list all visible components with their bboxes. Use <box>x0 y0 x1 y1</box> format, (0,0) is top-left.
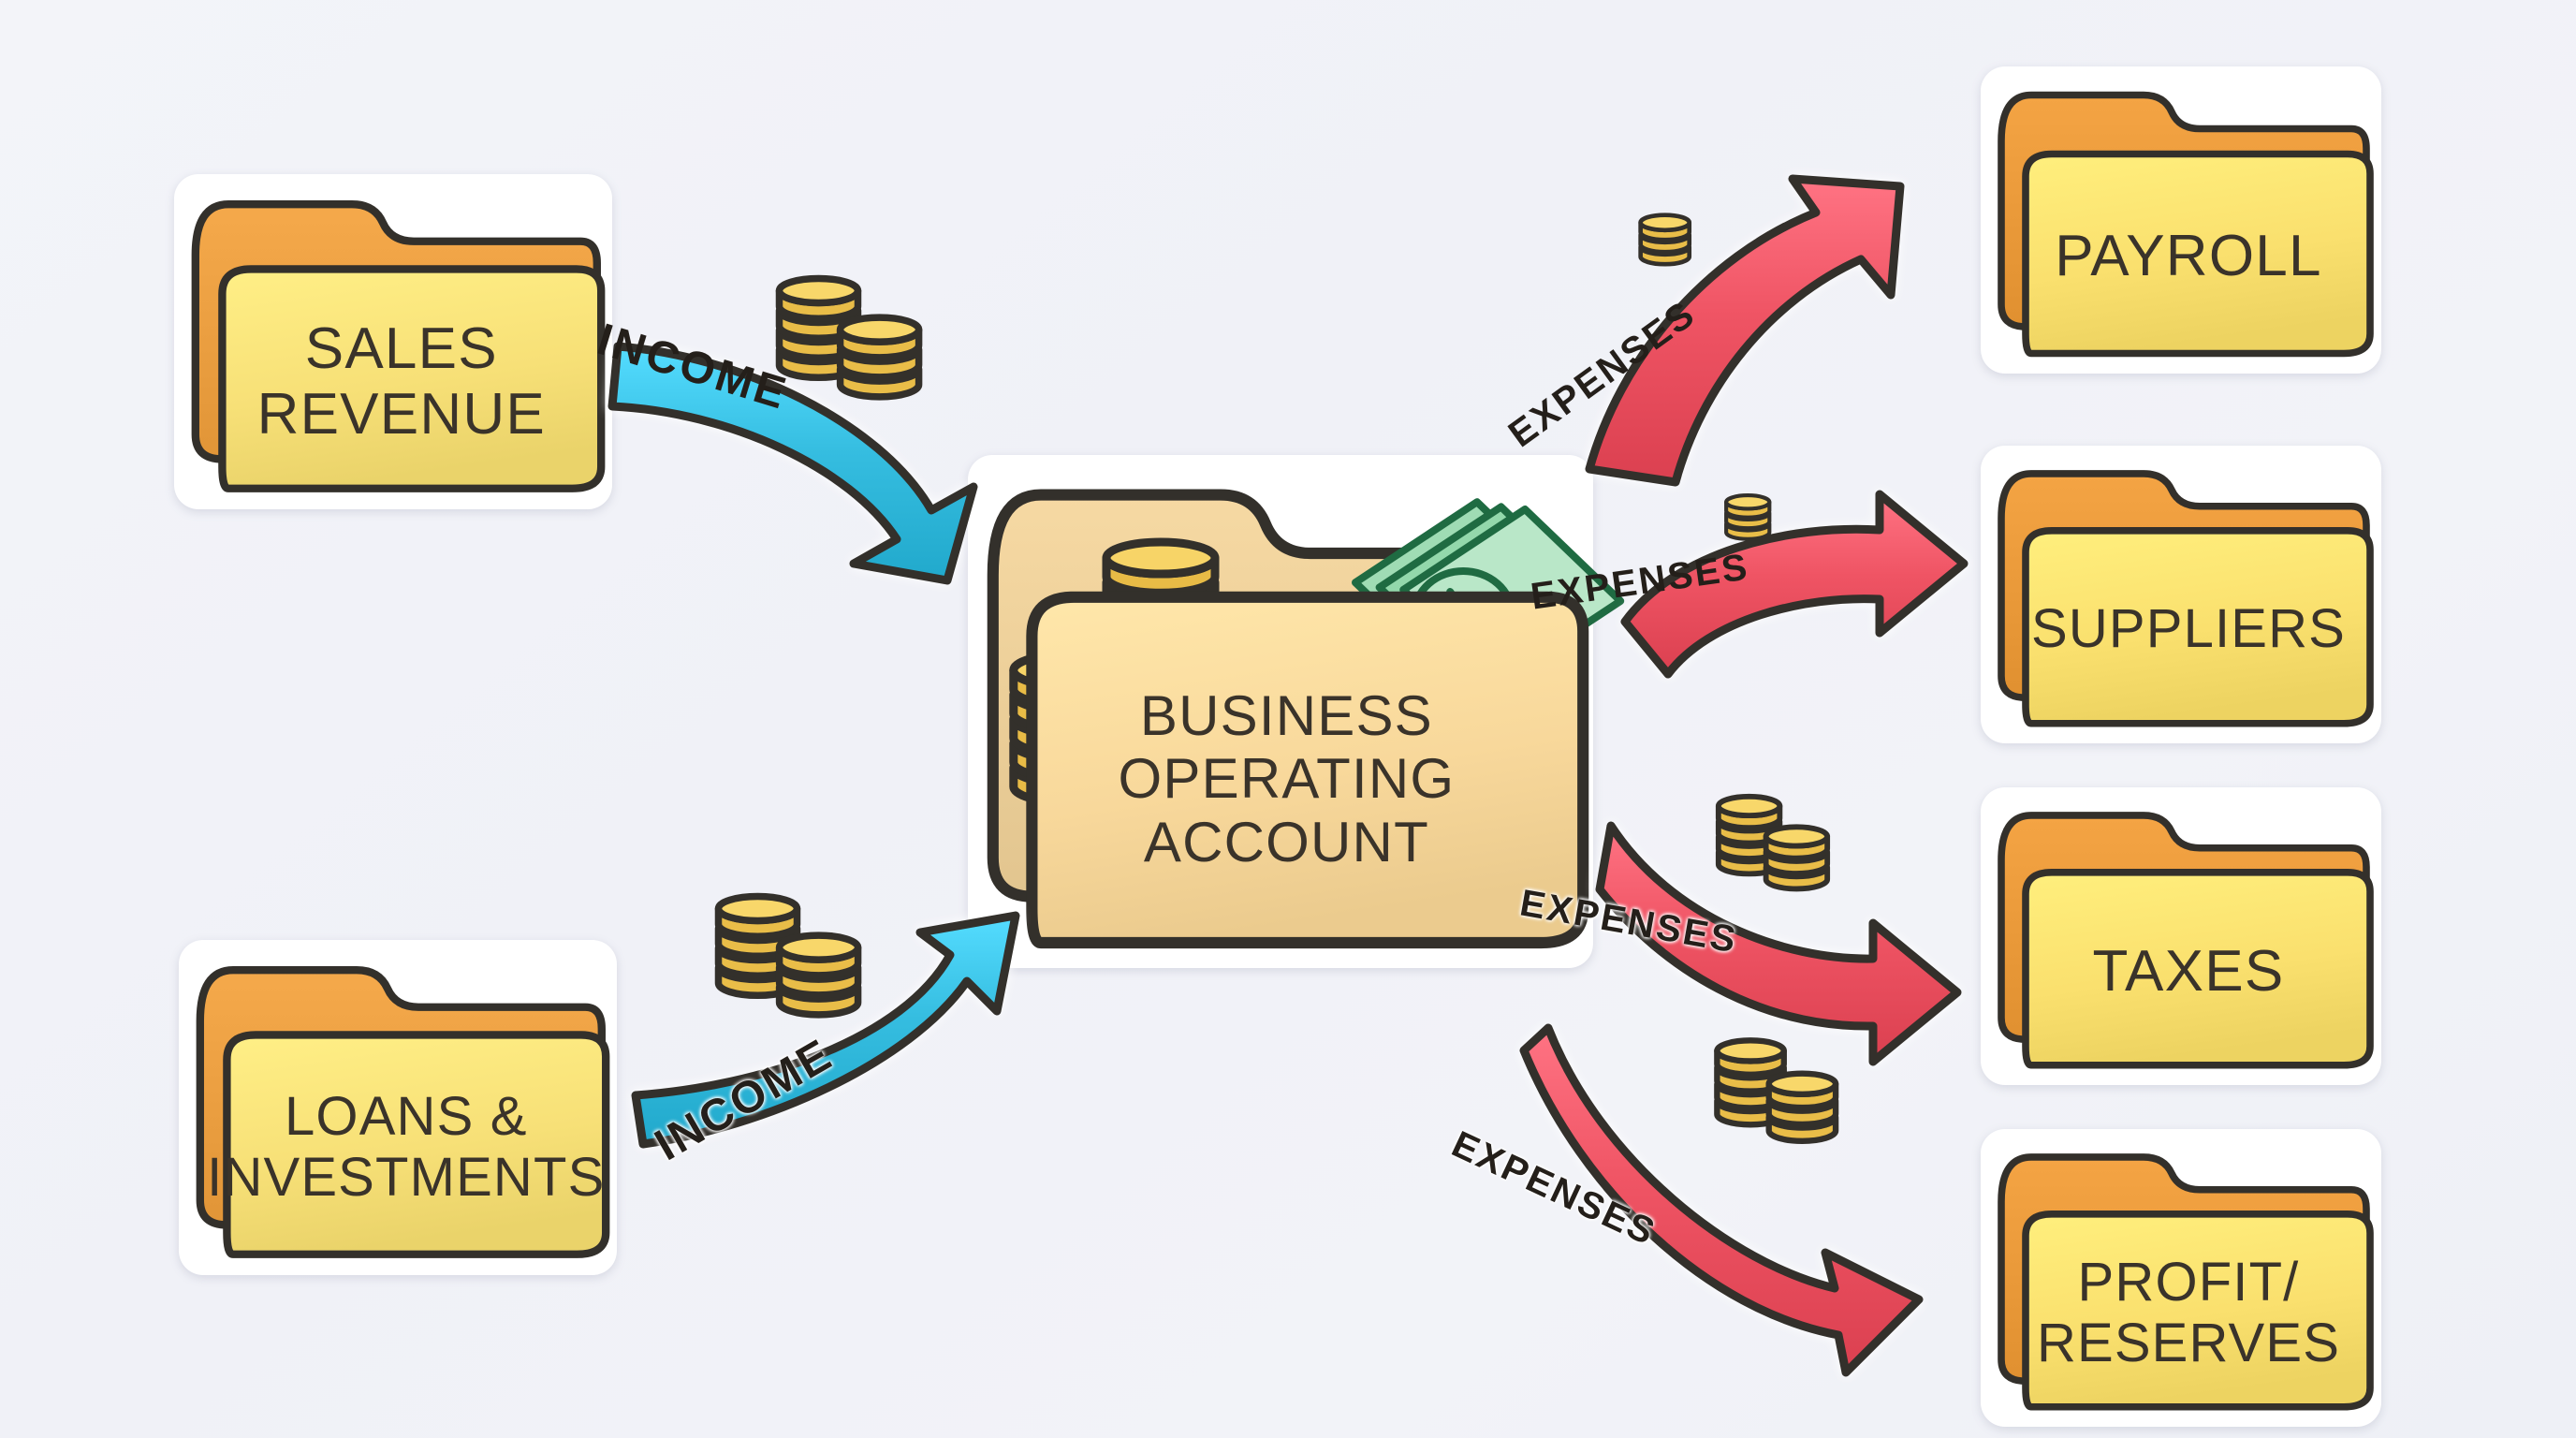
coin-stack-icon-suppliers <box>1722 492 1779 550</box>
coin-stack-icon-payroll <box>1636 211 1701 275</box>
folder-loans-investments[interactable]: LOANS & INVESTMENTS <box>179 940 617 1275</box>
folder-payroll[interactable]: PAYROLL <box>1981 66 2381 374</box>
coin-stack-icon-taxes <box>1713 791 1837 912</box>
folder-profit-reserves[interactable]: PROFIT/ RESERVES <box>1981 1129 2381 1427</box>
arrow-income-top <box>599 309 992 594</box>
arrow-income-bottom <box>622 899 1020 1184</box>
folder-business-operating-account[interactable]: BUSINESS OPERATING ACCOUNT <box>968 455 1625 968</box>
folder-sales-revenue[interactable]: SALES REVENUE <box>174 174 612 509</box>
folder-taxes[interactable]: TAXES <box>1981 787 2381 1085</box>
coin-stack-icon-income-top <box>772 271 931 425</box>
folder-suppliers[interactable]: SUPPLIERS <box>1981 446 2381 743</box>
coin-stack-icon-profit <box>1711 1034 1847 1166</box>
arrow-expenses-profit <box>1519 1002 1956 1377</box>
coin-stack-icon-income-bottom <box>711 889 871 1043</box>
arrow-expenses-payroll <box>1582 173 1956 487</box>
arrow-expenses-suppliers <box>1619 490 1994 716</box>
arrow-expenses-taxes <box>1595 786 1980 1066</box>
